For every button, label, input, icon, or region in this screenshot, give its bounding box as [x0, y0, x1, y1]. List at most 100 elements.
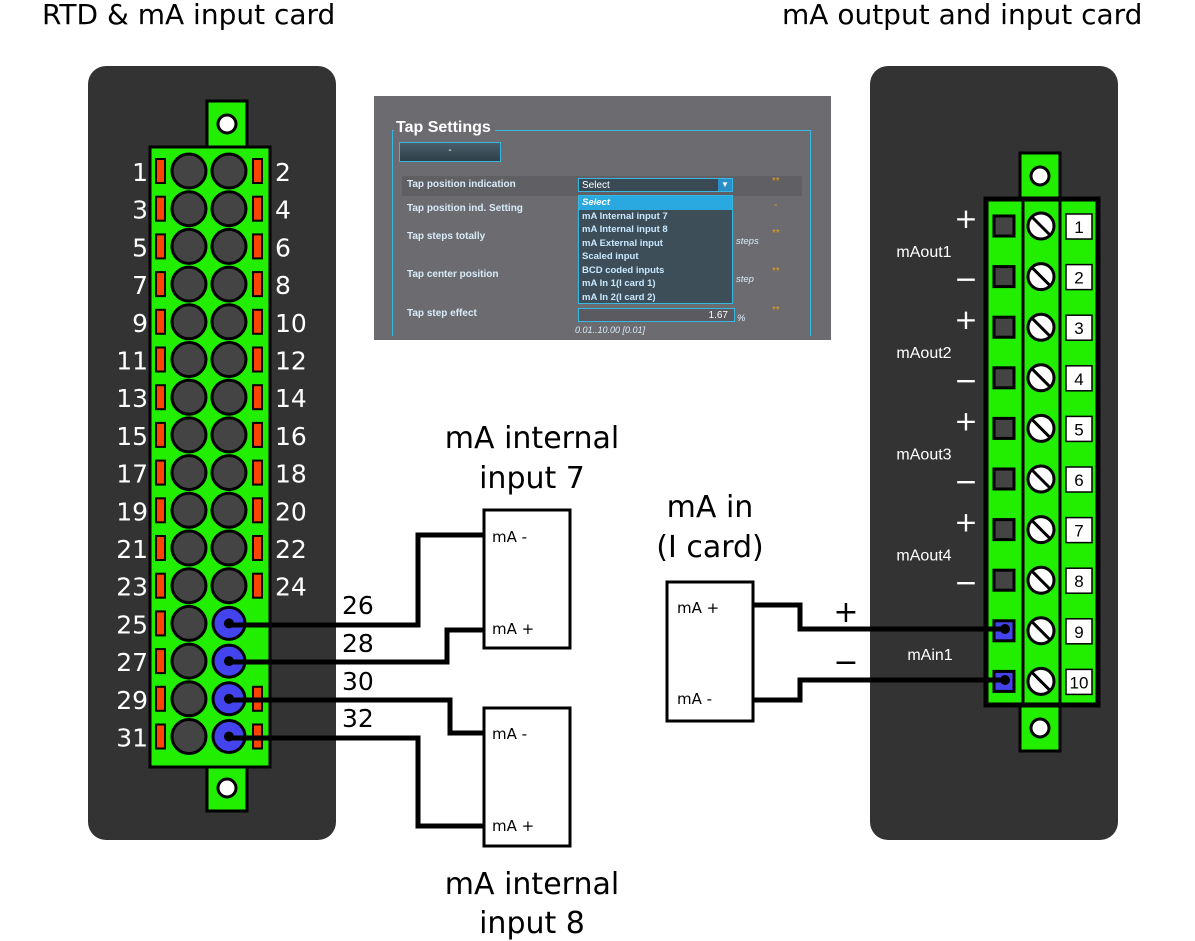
- tap-settings-frame: [392, 130, 811, 336]
- output-channel-label: mAout2: [896, 345, 951, 362]
- terminal-number-box: [1065, 466, 1093, 493]
- left-contact-tab: [155, 535, 166, 561]
- right-contact-tab: [252, 459, 263, 486]
- left-contact-tab: [155, 233, 166, 260]
- left-wires: [230, 532, 484, 829]
- row-tap-center-position: Tap center position **: [402, 266, 802, 286]
- screw-slot: [1030, 570, 1052, 591]
- ma-in-title-1: mA in: [667, 490, 754, 525]
- output-channel-label: mAout3: [896, 446, 951, 463]
- left-terminal-number: 11: [116, 347, 148, 376]
- polarity-plus: +: [954, 202, 977, 235]
- terminal-screw-right: [210, 454, 248, 492]
- wire-plus-sign: +: [833, 595, 858, 630]
- output-contact-square: [992, 214, 1016, 238]
- chevron-down-icon[interactable]: ▼: [718, 179, 732, 191]
- row-label: Tap center position: [407, 269, 499, 280]
- dropdown-option[interactable]: mA In 1(I card 1): [582, 278, 656, 289]
- screw-slot: [1030, 620, 1052, 641]
- right-connector: [983, 151, 1101, 753]
- wire-30: [230, 697, 484, 736]
- output-channel-label: mAout1: [896, 244, 951, 261]
- screw-slot: [1030, 519, 1052, 540]
- terminal-number-box: [1065, 516, 1093, 544]
- left-contact-tab: [155, 648, 166, 675]
- tap-step-effect-input[interactable]: 1.67: [578, 308, 735, 322]
- right-contact-tab: [252, 421, 263, 448]
- output-contact-square: [992, 315, 1016, 339]
- left-terminal-number: 3: [132, 196, 148, 225]
- internal-input-8-box: [482, 706, 572, 848]
- right-contact-tab: [252, 158, 263, 184]
- right-terminal-number: 10: [275, 309, 307, 338]
- left-terminal-number: 31: [116, 724, 148, 753]
- select-value: Select: [582, 180, 610, 191]
- wire-28: [230, 627, 484, 665]
- right-contact-tab: [252, 346, 263, 373]
- right-terminal-number: 4: [1074, 370, 1083, 389]
- terminal-number-box: [1065, 213, 1093, 240]
- terminal-number-box: [1065, 618, 1093, 645]
- right-terminal-number: 12: [275, 347, 307, 376]
- polarity-minus: −: [954, 566, 977, 599]
- left-contact-tab: [155, 497, 166, 524]
- left-contact-tab: [155, 195, 166, 222]
- output-contact-square: [992, 568, 1016, 592]
- dropdown-option[interactable]: Select: [579, 196, 732, 210]
- terminal-number-box: [1065, 415, 1093, 443]
- dropdown-option[interactable]: mA External input: [582, 237, 663, 249]
- polarity-minus: −: [954, 263, 977, 296]
- left-terminal-number: 23: [116, 573, 148, 602]
- row-label: Tap position indication: [407, 179, 516, 190]
- right-terminal-number: 8: [1074, 572, 1083, 591]
- output-contact-square: [992, 467, 1016, 491]
- right-terminal-number: 16: [275, 422, 307, 451]
- polarity-minus: −: [954, 364, 977, 397]
- terminal-screw-right: [210, 416, 248, 454]
- left-terminal-number: 29: [116, 686, 148, 715]
- left-contact-tab: [155, 384, 166, 411]
- dropdown-option[interactable]: mA In 2(I card 2): [582, 291, 656, 303]
- terminal-screw-left: [170, 227, 208, 265]
- terminal-screw-left: [170, 303, 208, 341]
- dropdown-option[interactable]: mA Internal input 7: [582, 210, 668, 222]
- dropdown-option[interactable]: BCD coded inputs: [582, 264, 665, 276]
- unit-percent: %: [737, 313, 746, 324]
- row-label: Tap step effect: [407, 308, 477, 319]
- unit-steps: steps: [736, 236, 759, 247]
- dropdown-option[interactable]: Scaled input: [582, 251, 639, 262]
- right-contact-tab: [252, 195, 263, 222]
- right-terminal-number: 18: [275, 460, 307, 489]
- output-contact-square: [992, 416, 1016, 440]
- screw-slot: [1030, 266, 1052, 287]
- right-terminal-number: 14: [275, 384, 307, 413]
- right-terminal-number: 7: [1074, 522, 1083, 541]
- box-8-minus-label: mA -: [492, 725, 527, 743]
- right-contact-tab: [252, 572, 263, 599]
- internal-input-7-title-1: mA internal: [445, 421, 619, 456]
- wire-ma-in-plus: [753, 602, 1005, 632]
- optional-marker: -: [774, 200, 778, 211]
- tap-position-indication-select[interactable]: Select ▼: [578, 178, 733, 192]
- left-contact-tab: [155, 685, 166, 712]
- output-contact-square: [992, 518, 1016, 542]
- tap-settings-collapse-button[interactable]: -: [399, 142, 501, 162]
- right-terminal-number: 6: [1074, 471, 1083, 490]
- dropdown-option[interactable]: mA Internal input 8: [582, 224, 668, 235]
- terminal-screw-left: [170, 604, 208, 642]
- polarity-minus: −: [954, 465, 977, 498]
- wire-number-label: 30: [342, 667, 374, 696]
- output-contact-square: [992, 265, 1016, 289]
- internal-input-8-title-1: mA internal: [445, 867, 619, 902]
- right-terminal-number: 20: [275, 497, 307, 526]
- box-7-minus-label: mA -: [492, 528, 527, 546]
- screw-slot: [1030, 215, 1052, 237]
- screw-slot: [1030, 367, 1052, 388]
- wire-32: [230, 735, 484, 829]
- tap-settings-title: Tap Settings: [394, 119, 495, 137]
- internal-input-7-box: [482, 508, 572, 650]
- row-tap-step-effect: Tap step effect **: [402, 305, 802, 325]
- left-contact-tab: [155, 610, 166, 637]
- right-terminal-number: 2: [1074, 269, 1083, 288]
